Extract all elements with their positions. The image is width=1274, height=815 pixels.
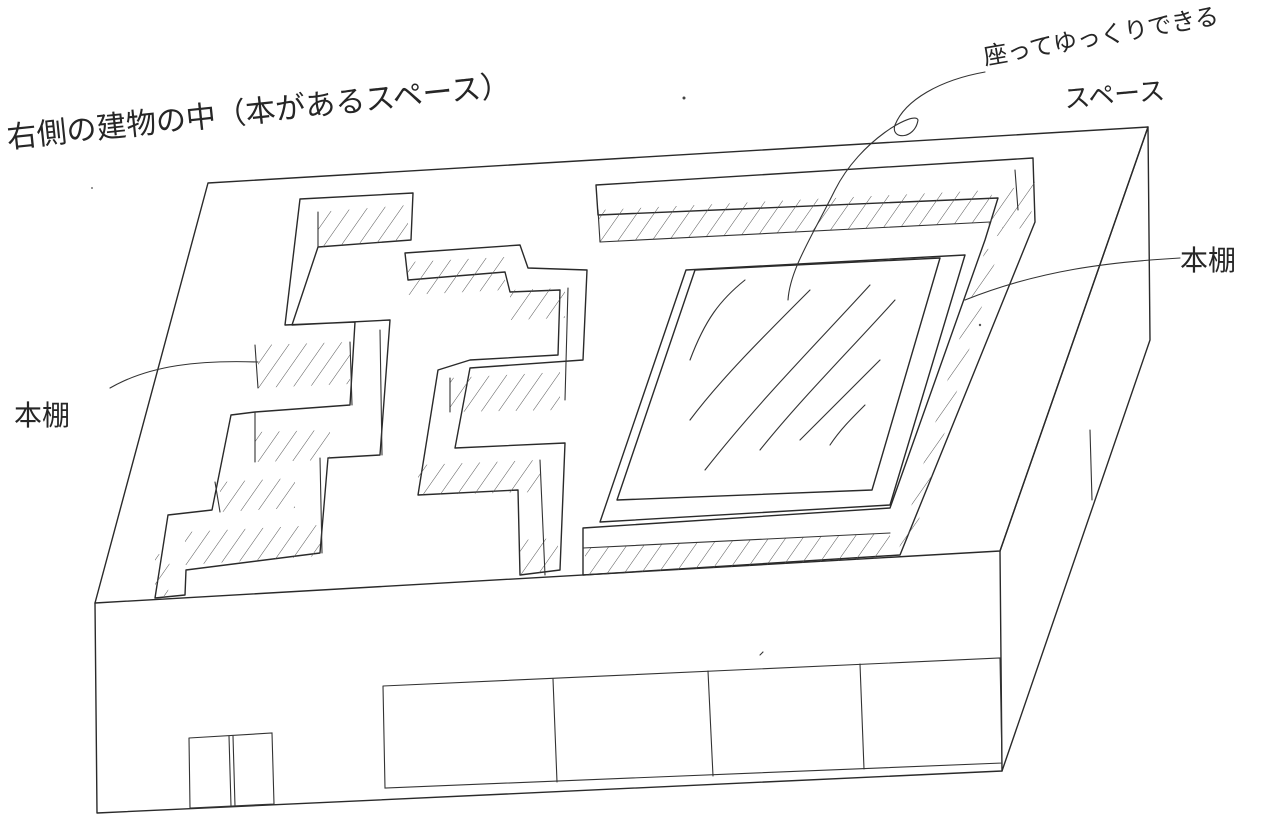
- bookshelf-label-right: 本棚: [1180, 244, 1236, 277]
- window-band: [382, 657, 1003, 789]
- entrance-door: [188, 732, 275, 809]
- seating-area-inner: [616, 257, 941, 501]
- side-facade: [999, 126, 1151, 772]
- seating-label-line2: スペース: [1063, 76, 1166, 115]
- leader-seating: [787, 71, 986, 301]
- stray-marks: [91, 96, 982, 656]
- seating-label-line1: 座ってゆっくりできる: [981, 2, 1221, 71]
- leader-lines: [109, 71, 1181, 389]
- seating-area: [599, 254, 966, 523]
- bookshelf-label-left: 本棚: [14, 399, 70, 432]
- bookshelf-right: [582, 157, 1036, 576]
- front-facade: [94, 550, 1003, 814]
- leader-right-shelf: [964, 257, 1181, 301]
- leader-left-shelf: [109, 361, 259, 389]
- bookshelf-left: [154, 192, 414, 599]
- bookshelf-middle: [404, 244, 588, 576]
- seating-area-outer: [599, 254, 966, 523]
- interior-title: 右側の建物の中（本があるスペース）: [5, 68, 512, 156]
- front-windows: [382, 657, 1003, 789]
